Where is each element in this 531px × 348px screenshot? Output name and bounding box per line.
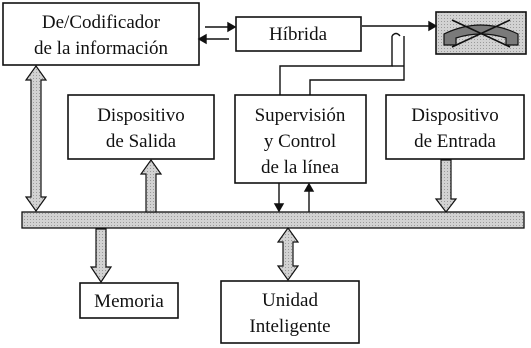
input-device-label-line1: Dispositivo	[411, 105, 499, 126]
supervision-label-line2: y Control	[264, 131, 336, 152]
supervision-bus-link	[273, 182, 315, 213]
intelligent-unit-label-line1: Unidad	[262, 290, 318, 311]
codec-bus-arrow	[24, 64, 48, 213]
memory-block	[79, 282, 179, 319]
intelligent-unit-arrow	[276, 226, 300, 282]
supervision-label-line1: Supervisión	[255, 105, 346, 126]
codec-hybrid-link	[197, 21, 237, 45]
output-device-label-line2: de Salida	[106, 131, 177, 152]
codec-label-line2: de la información	[34, 38, 169, 59]
codec-label-line1: De/Codificador	[42, 12, 161, 33]
output-device-label-line1: Dispositivo	[97, 105, 185, 126]
output-device-arrow	[139, 158, 163, 213]
memory-label: Memoria	[94, 291, 164, 312]
input-device-arrow	[434, 159, 458, 213]
intelligent-unit-label-line2: Inteligente	[249, 316, 330, 337]
hybrid-telephone-link	[362, 20, 438, 32]
line-supervision-block	[234, 94, 367, 184]
codec-block	[2, 2, 200, 66]
input-device-label-line2: de Entrada	[414, 131, 496, 152]
supervision-label-line3: de la línea	[261, 157, 340, 178]
system-bus	[21, 211, 525, 229]
intelligent-unit-block	[220, 280, 360, 344]
line-supervision-taps	[279, 32, 405, 95]
telephone-handset-icon	[435, 11, 527, 55]
hybrid-block	[235, 16, 362, 52]
hybrid-label: Híbrida	[269, 24, 328, 45]
output-device-block	[67, 94, 215, 160]
input-device-block	[385, 94, 525, 160]
memory-arrow	[89, 228, 113, 284]
